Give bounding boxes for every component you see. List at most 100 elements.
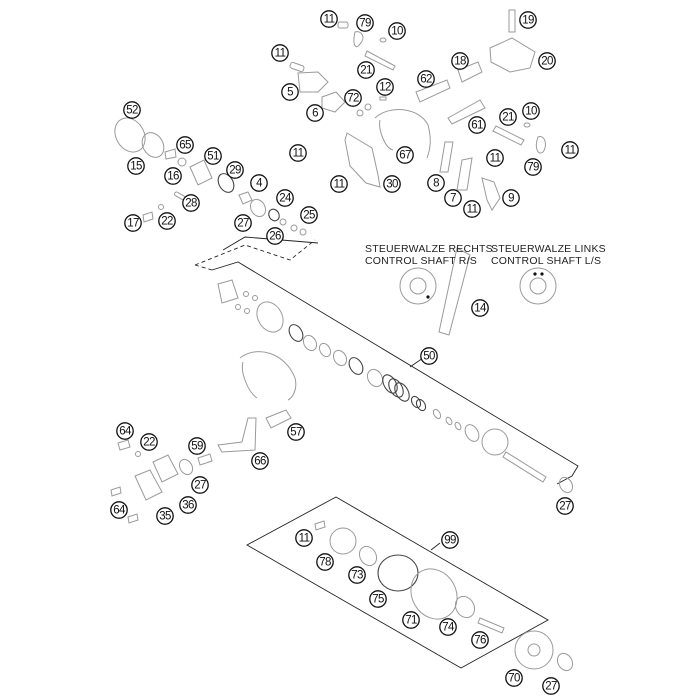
callout-16: 16 [164, 167, 182, 185]
part-bearing-74 [454, 595, 476, 619]
callout-circle [427, 174, 445, 192]
part-spring-large [382, 374, 410, 402]
callout-50: 50 [420, 347, 438, 365]
callout-number: 28 [185, 198, 197, 210]
callout-70: 70 [505, 669, 523, 687]
callout-circle [471, 299, 489, 317]
callout-circle [316, 553, 334, 571]
callout-circle [158, 212, 176, 230]
part-pin-19 [508, 9, 516, 33]
callout-number: 24 [279, 193, 292, 205]
callout-52: 52 [123, 101, 141, 119]
part-tube-14 [438, 247, 471, 336]
callout-4: 4 [250, 174, 268, 192]
callout-circle [561, 141, 579, 159]
callout-number: 18 [454, 56, 466, 68]
part-bolt-64b [110, 486, 122, 497]
callout-28: 28 [182, 194, 200, 212]
callout-22: 22 [140, 433, 158, 451]
callout-74: 74 [439, 618, 457, 636]
callout-number: 64 [113, 505, 126, 517]
callout-number: 70 [508, 673, 520, 685]
callout-circle [486, 149, 504, 167]
callout-number: 73 [351, 570, 363, 582]
callout-11: 11 [330, 175, 348, 193]
callout-number: 65 [179, 140, 191, 152]
callout-59: 59 [188, 437, 206, 455]
callout-number: 29 [229, 165, 241, 177]
part-oring-75 [377, 554, 419, 592]
callout-number: 50 [423, 351, 435, 363]
callout-number: 25 [303, 210, 315, 222]
callout-21: 21 [499, 108, 517, 126]
callout-circle [441, 531, 459, 549]
part-ring-15 [141, 132, 165, 158]
callout-circle [251, 452, 269, 470]
callout-number: 36 [182, 500, 194, 512]
callout-number: 76 [474, 635, 486, 647]
callout-24: 24 [276, 189, 294, 207]
callout-circle [156, 507, 174, 525]
part-bearing-27b [558, 476, 574, 494]
control-shaft-ls-gear [519, 267, 557, 305]
part-washer-22b [135, 451, 141, 457]
callout-11: 11 [561, 141, 579, 159]
callout-circle [542, 677, 560, 695]
callout-51: 51 [204, 147, 222, 165]
callout-number: 35 [159, 511, 171, 523]
callout-number: 12 [379, 82, 391, 94]
callout-circle [250, 174, 268, 192]
callout-10: 10 [388, 22, 406, 40]
part-washer-25a [290, 224, 298, 232]
part-washer-25b [299, 228, 307, 236]
callout-circle [519, 11, 537, 29]
part-ball [243, 291, 249, 297]
part-bolt-64c [127, 513, 139, 524]
callout-15: 15 [127, 157, 145, 175]
callout-18: 18 [451, 52, 469, 70]
part-ball [244, 308, 250, 314]
callout-12: 12 [376, 78, 394, 96]
callout-circle [234, 214, 252, 232]
callout-circle [110, 501, 128, 519]
part-gear-70-hub [527, 643, 541, 657]
callout-circle [505, 669, 523, 687]
callout-number: 19 [522, 15, 534, 27]
callout-29: 29 [226, 161, 244, 179]
callout-number: 11 [490, 153, 501, 165]
callout-number: 74 [442, 622, 455, 634]
callout-30: 30 [383, 175, 401, 193]
callout-number: 10 [391, 26, 403, 38]
callout-76: 76 [471, 631, 489, 649]
callout-circle [439, 618, 457, 636]
part-needle-bearing [348, 357, 364, 375]
part-washer [454, 421, 462, 431]
part-gear-70 [514, 630, 554, 670]
part-lever-79 [353, 31, 364, 48]
callout-circle [468, 116, 486, 134]
group-outline-99 [246, 496, 549, 669]
callout-number: 79 [527, 162, 539, 174]
callout-circle [356, 14, 374, 32]
part-bolt-64a [117, 439, 131, 451]
part-washer [332, 349, 348, 367]
callout-number: 4 [256, 178, 263, 190]
part-pump-78 [329, 527, 357, 555]
part-link-8 [439, 141, 454, 173]
group-outline-50 [211, 261, 579, 485]
callout-number: 67 [399, 150, 411, 162]
part-pin-12 [379, 96, 387, 101]
callout-number: 11 [324, 14, 335, 26]
part-washer [445, 416, 453, 426]
part-nut-72b [364, 103, 372, 111]
callout-20: 20 [538, 52, 556, 70]
callout-number: 11 [293, 148, 304, 160]
callout-number: 75 [372, 594, 384, 606]
part-clamp-5 [297, 71, 329, 93]
callout-65: 65 [176, 136, 194, 154]
part-shaft-flange [256, 301, 284, 333]
callout-circle [182, 194, 200, 212]
callout-number: 27 [194, 480, 206, 492]
part-needle-bearing [288, 324, 304, 342]
callout-circle [164, 167, 182, 185]
